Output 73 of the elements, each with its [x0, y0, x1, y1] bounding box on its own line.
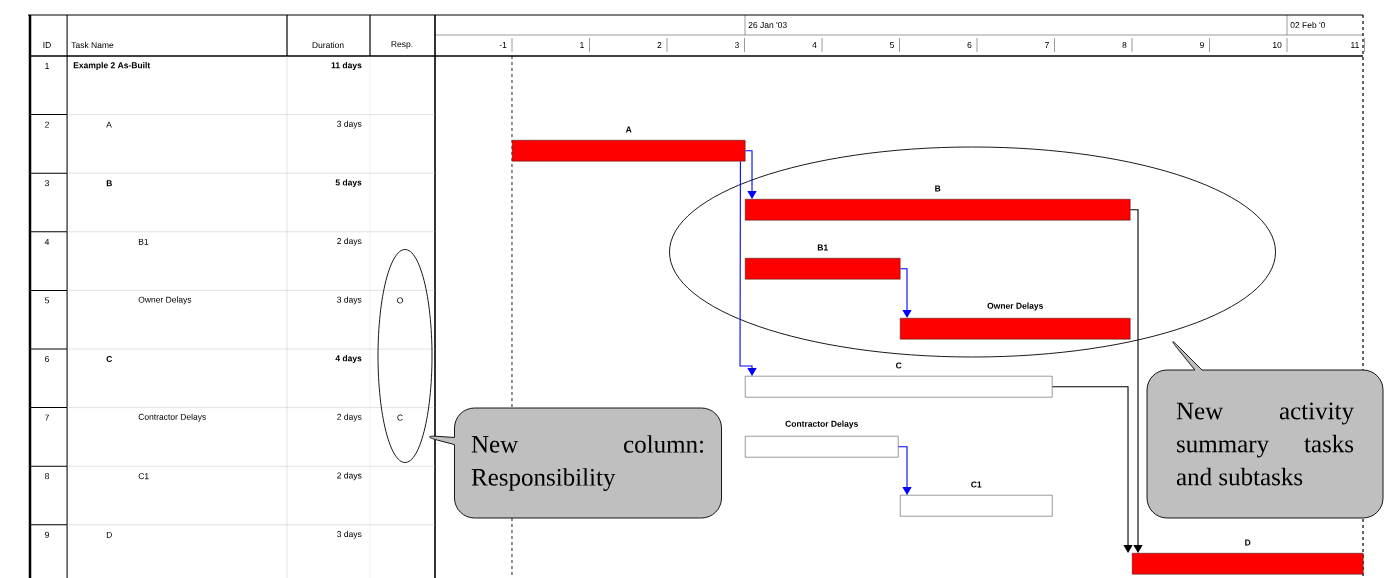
task-id: 8	[45, 473, 49, 480]
task-id: 3	[44, 180, 49, 187]
task-name: C1	[138, 473, 149, 480]
task-bar: D	[1132, 539, 1364, 575]
dependency-arrow	[897, 446, 912, 495]
duration: 3 days	[337, 296, 362, 305]
day-number: 3	[734, 42, 739, 48]
task-name: C	[106, 356, 113, 362]
responsibility-code: O	[397, 297, 403, 304]
callout-bubble: New column: Responsibility	[429, 407, 722, 519]
day-number: 4	[812, 42, 817, 48]
task-bar: C	[745, 362, 1053, 398]
duration: 2 days	[337, 237, 362, 246]
task-name: Example 2 As-Built	[73, 62, 151, 70]
dependency-arrow	[1129, 209, 1143, 553]
dependency-arrow	[1051, 386, 1133, 553]
highlight-ellipse	[377, 249, 433, 463]
duration: 2 days	[337, 413, 362, 422]
task-id: 2	[45, 121, 49, 128]
date-label: 02 Feb '0	[1290, 21, 1326, 29]
day-number: 11	[1351, 42, 1359, 48]
dependency-arrow	[744, 150, 757, 199]
node-label: C1	[971, 481, 982, 488]
task-id: 6	[45, 356, 49, 362]
day-number: -1	[499, 42, 507, 48]
node-label: Contractor Delays	[785, 420, 858, 429]
task-name: Owner Delays	[138, 296, 192, 305]
column-header: Duration	[312, 41, 344, 49]
task-id: 7	[45, 414, 49, 421]
duration: 5 days	[335, 179, 362, 188]
dependency-arrow	[899, 268, 912, 318]
duration: 4 days	[335, 355, 362, 363]
date-label: 26 Jan '03	[748, 22, 787, 28]
day-number: 8	[1122, 42, 1127, 48]
task-name: D	[106, 531, 112, 538]
task-name: Contractor Delays	[138, 413, 206, 422]
task-bar: B	[745, 185, 1131, 221]
day-number: 2	[657, 42, 662, 48]
task-bar: A	[512, 126, 746, 162]
node-label: D	[1245, 539, 1251, 546]
task-bar: B1	[745, 244, 901, 280]
task-bar: Owner Delays	[900, 302, 1131, 340]
column-header: ID	[43, 42, 51, 48]
responsibility-code: C	[397, 414, 403, 421]
column-header: Task Name	[71, 41, 114, 49]
day-number: 1	[580, 42, 584, 48]
node-label: Owner Delays	[987, 302, 1043, 311]
day-number: 10	[1273, 42, 1282, 48]
duration: 3 days	[337, 120, 362, 129]
dependency-arrow	[739, 160, 757, 376]
task-name: B1	[138, 238, 149, 245]
node-label: B1	[817, 244, 828, 251]
duration: 2 days	[337, 472, 362, 481]
task-bar: C1	[900, 481, 1053, 517]
duration: 3 days	[337, 530, 362, 539]
task-id: 5	[45, 297, 49, 304]
highlight-ellipse	[669, 146, 1276, 358]
task-name: A	[106, 121, 112, 128]
task-name: B	[106, 180, 112, 187]
duration: 11 days	[331, 62, 362, 70]
day-number: 9	[1200, 42, 1204, 48]
callout-bubble: New activity summary tasks and subtasks	[1146, 341, 1384, 519]
task-id: 4	[44, 238, 50, 245]
task-id: 1	[45, 63, 49, 69]
task-id: 9	[45, 531, 49, 538]
day-number: 6	[967, 42, 972, 48]
node-label: A	[625, 126, 632, 133]
node-label: B	[935, 185, 941, 192]
column-header: Resp.	[391, 41, 413, 49]
node-label: C	[895, 362, 902, 369]
day-number: 7	[1045, 42, 1049, 48]
day-number: 5	[889, 42, 894, 48]
task-bar: Contractor Delays	[745, 420, 899, 458]
